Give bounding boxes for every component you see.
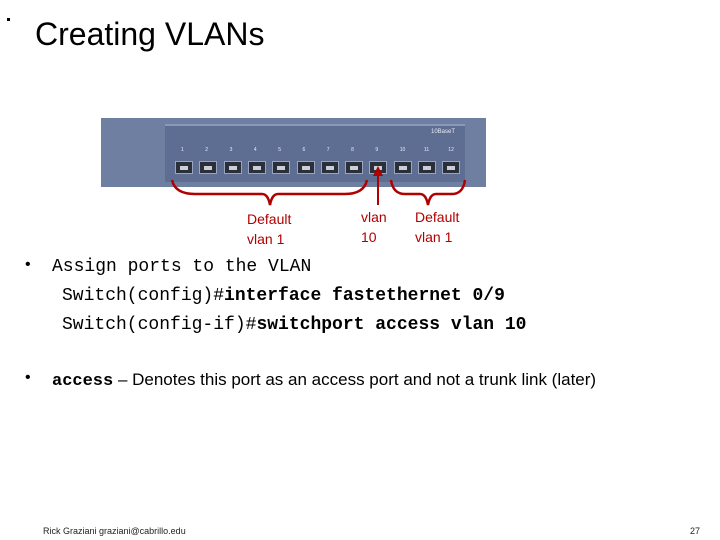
port-number-6: 6 — [302, 147, 306, 153]
port-number-2: 2 — [205, 147, 209, 153]
switch-port-2 — [199, 161, 218, 174]
port-number-8: 8 — [351, 147, 354, 153]
switch-port-6 — [296, 161, 315, 174]
footer-author: Rick Graziani graziani@cabrillo.edu — [43, 526, 186, 536]
port-number-5: 5 — [278, 147, 281, 153]
switch-port-11 — [418, 161, 436, 174]
page-number: 27 — [690, 526, 701, 536]
port-number-4: 4 — [253, 147, 257, 153]
switch-port-8 — [345, 161, 364, 174]
slide-title: Creating VLANs — [35, 16, 265, 52]
bullet2-keyword: access — [52, 372, 114, 391]
bullet-marker-1: • — [25, 256, 31, 273]
switch-port-4 — [247, 161, 266, 174]
cmd2-prompt: Switch(config-if)# — [62, 315, 257, 335]
bullet2-text: access – Denotes this port as an access … — [52, 370, 596, 391]
switch-port-10 — [393, 161, 412, 174]
annotation-default-vlan1-right: Default vlan 1 — [415, 209, 460, 245]
switch-port-12 — [442, 161, 461, 174]
command-line-1: Switch(config)#interface fastethernet 0/… — [62, 286, 505, 306]
switch-port-3 — [223, 161, 242, 174]
switch-brand-label: 10BaseT — [430, 129, 455, 135]
port-number-12: 12 — [448, 147, 454, 153]
bullet1-text: Assign ports to the VLAN — [52, 257, 312, 277]
port-number-10: 10 — [399, 147, 406, 153]
arrow-head — [373, 166, 383, 176]
port-number-1: 1 — [181, 147, 184, 153]
annotation-default-vlan1-left: Default vlan 1 — [247, 211, 292, 247]
cmd1-prompt: Switch(config)# — [62, 286, 225, 306]
port-number-7: 7 — [326, 147, 330, 153]
switch-port-1 — [175, 161, 193, 174]
bracket-left — [170, 179, 369, 206]
cmd2-command: switchport access vlan 10 — [256, 315, 527, 335]
slide-dot — [7, 18, 10, 21]
port-number-9: 9 — [375, 147, 379, 153]
bracket-right — [389, 179, 467, 206]
cmd1-command: interface fastethernet 0/9 — [224, 286, 505, 306]
command-line-2: Switch(config-if)#switchport access vlan… — [62, 315, 526, 335]
bullet2-description: – Denotes this port as an access port an… — [113, 370, 597, 389]
switch-port-5 — [272, 161, 291, 174]
switch-port-7 — [320, 161, 339, 174]
annotation-vlan10: vlan 10 — [361, 209, 387, 245]
bullet-marker-2: • — [25, 369, 31, 386]
port-number-11: 11 — [424, 147, 430, 153]
port-number-3: 3 — [229, 147, 233, 153]
